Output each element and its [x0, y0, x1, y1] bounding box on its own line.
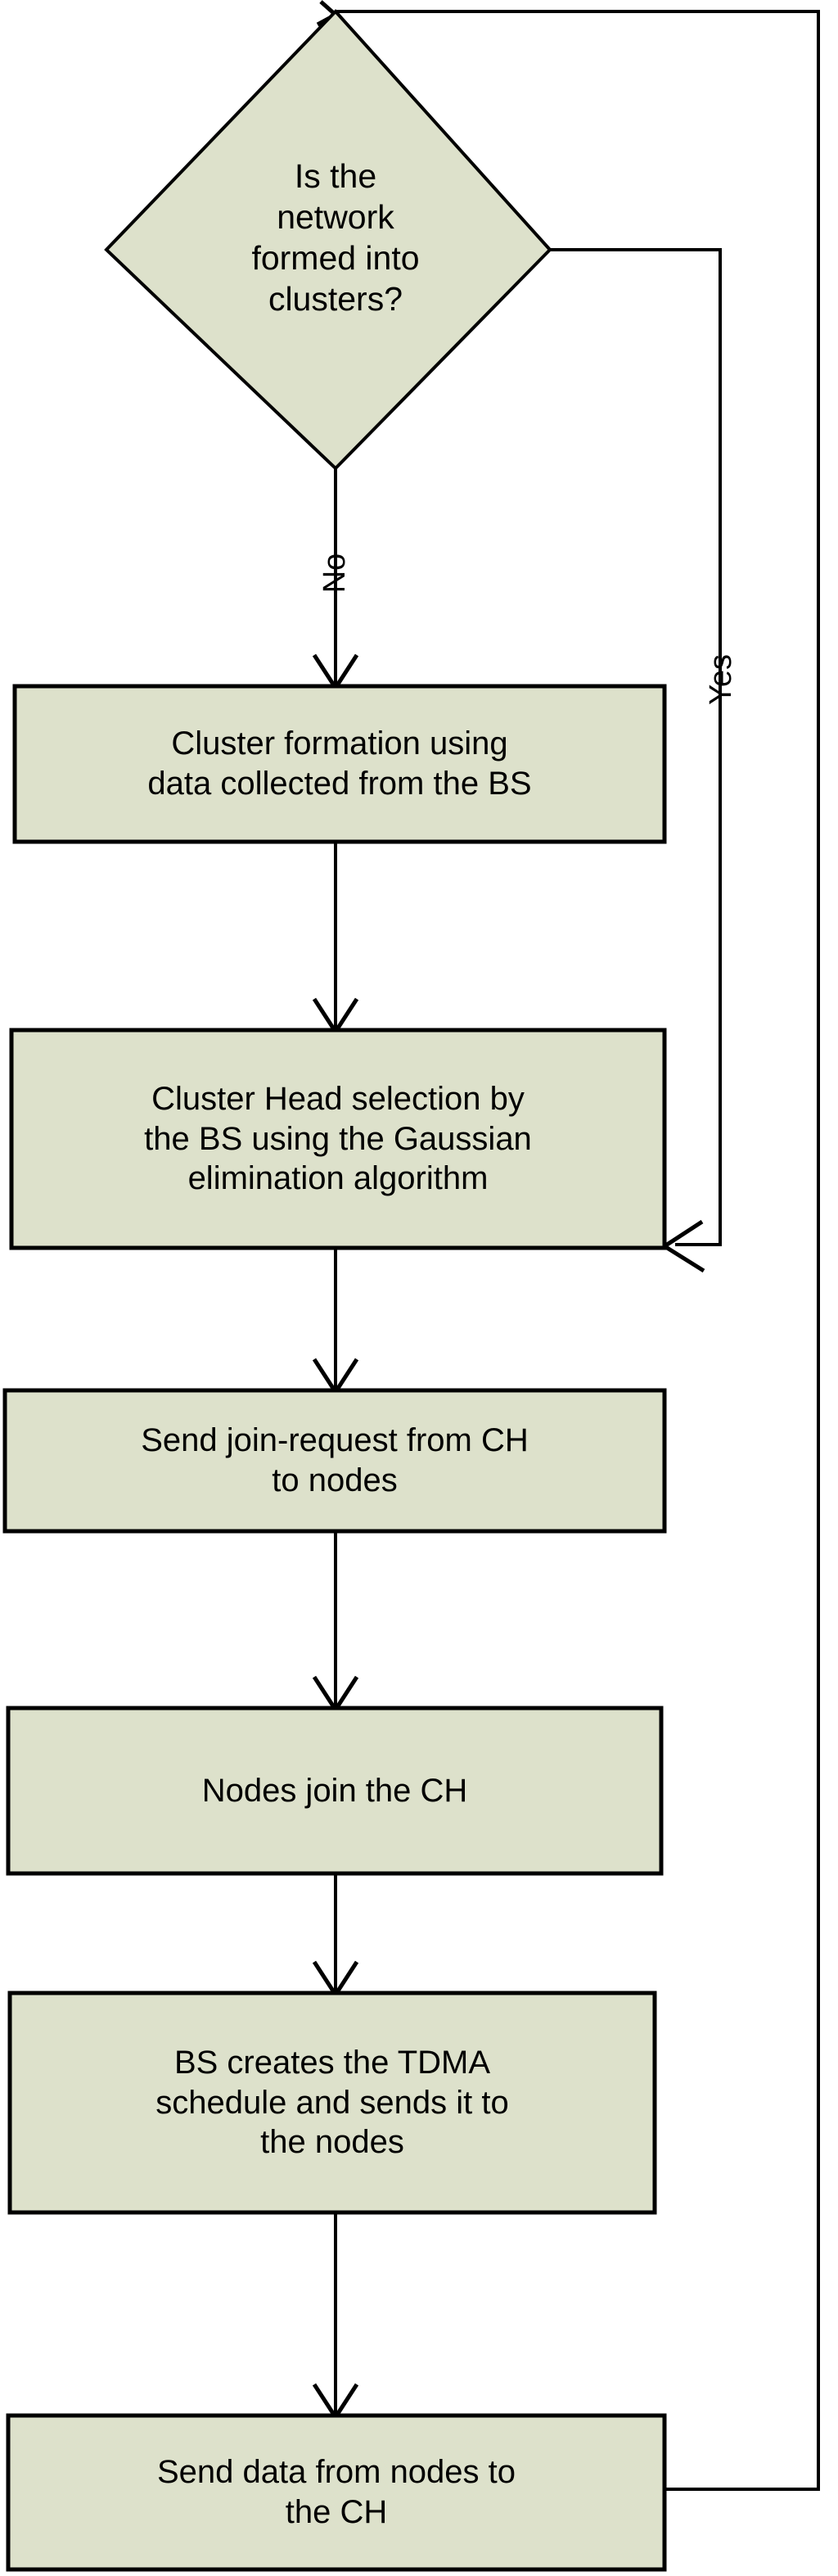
edge-nodes-join-to-tdma-schedule — [312, 1872, 359, 1999]
edge-tdma-schedule-to-send-data — [312, 2211, 359, 2421]
edge-label-yes: Yes — [704, 654, 738, 705]
edge-label-no: No — [318, 553, 352, 594]
edge-send-join-request-to-nodes-join — [312, 1530, 359, 1714]
send-join-request-shape[interactable] — [2, 1388, 667, 1534]
nodes-join-shape[interactable] — [6, 1706, 664, 1876]
send-data-shape[interactable] — [6, 2413, 667, 2572]
cluster-formation-shape[interactable] — [12, 684, 667, 844]
decision-clusters-shape[interactable] — [104, 9, 552, 471]
tdma-schedule-shape[interactable] — [7, 1991, 657, 2215]
ch-selection-shape[interactable] — [9, 1028, 667, 1250]
edge-ch-selection-to-send-join-request — [312, 1246, 359, 1396]
edge-cluster-formation-to-ch-selection — [312, 840, 359, 1036]
